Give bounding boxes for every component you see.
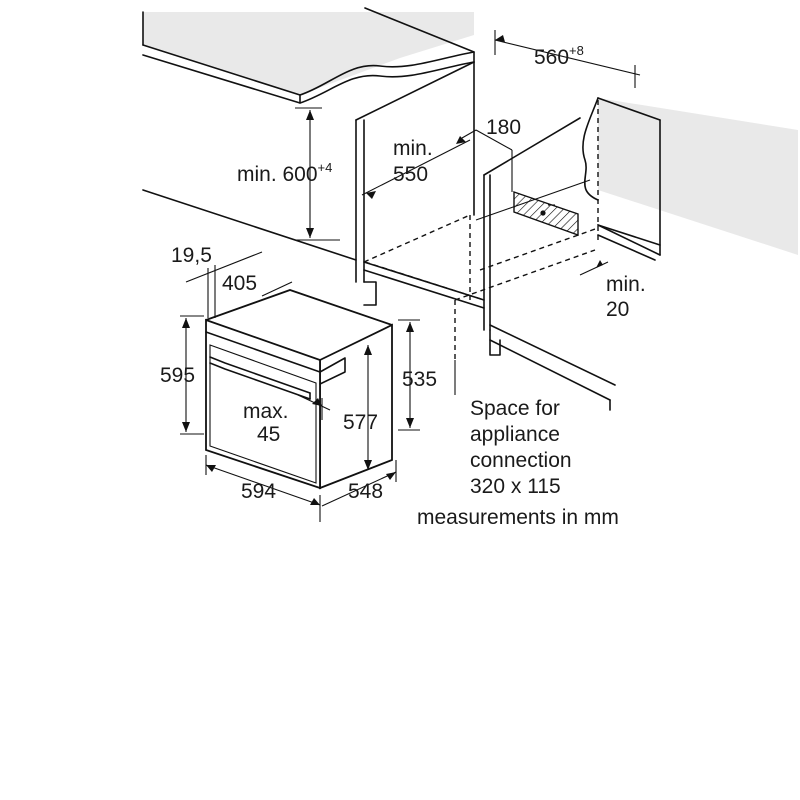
label-oven-height-577: 577 (343, 411, 378, 434)
label-depth-550-line1: min. (393, 137, 433, 160)
connection-box-hatch (513, 191, 579, 236)
label-gap-20-line1: min. (606, 273, 646, 296)
label-gap-20-line2: 20 (606, 298, 629, 321)
label-height-600: min. 600+4 (237, 160, 332, 186)
label-handle-line2: 45 (257, 423, 280, 446)
note-line-1: Space for (470, 397, 560, 420)
label-gap-180: 180 (486, 116, 521, 139)
label-oven-width-594: 594 (241, 480, 276, 503)
note-line-4: 320 x 115 (470, 475, 561, 498)
dimension-lines (180, 30, 641, 522)
note-line-2: appliance (470, 423, 560, 446)
niche-dashed-outline (363, 100, 599, 360)
label-frame-19-5: 19,5 (171, 244, 212, 267)
label-door-405: 405 (222, 272, 257, 295)
label-handle-line1: max. (243, 400, 289, 423)
oven (205, 289, 393, 490)
units-note: measurements in mm (417, 506, 619, 529)
label-oven-depth-535: 535 (402, 368, 437, 391)
label-oven-depth-548: 548 (348, 480, 383, 503)
connection-box-dot (540, 210, 546, 216)
dimension-labels: 560+8 min. 600+4 min. 550 180 min. 20 19… (160, 43, 646, 503)
label-oven-height-595: 595 (160, 364, 195, 387)
connection-note: Space for appliance connection 320 x 115… (417, 397, 619, 529)
note-line-3: connection (470, 449, 572, 472)
label-depth-550-line2: 550 (393, 163, 428, 186)
label-width-560: 560+8 (534, 43, 584, 69)
worktop (142, 7, 798, 256)
